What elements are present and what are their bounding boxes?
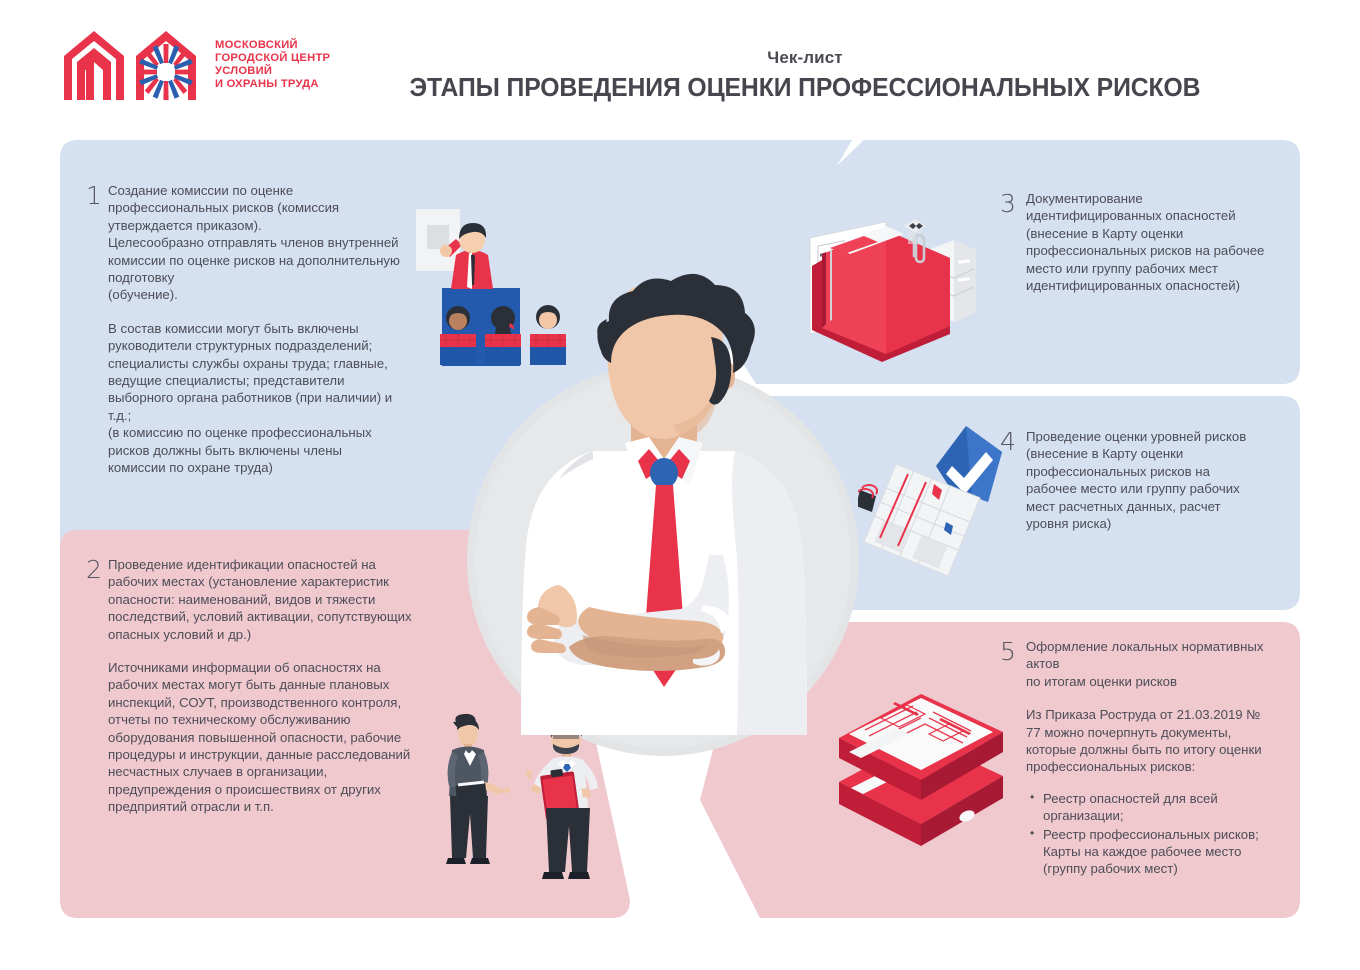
poster-header: МОСКОВСКИЙ ГОРОДСКОЙ ЦЕНТР УСЛОВИЙ И ОХР… xyxy=(0,0,1360,125)
step-2-number: 2 xyxy=(86,555,102,584)
central-man-illustration xyxy=(521,273,807,735)
logo-org-name: МОСКОВСКИЙ ГОРОДСКОЙ ЦЕНТР УСЛОВИЙ И ОХР… xyxy=(215,39,330,92)
red-binders-stack-illustration xyxy=(839,694,1003,846)
red-folder-documents-illustration xyxy=(809,219,976,362)
logo-line-2: ГОРОДСКОЙ ЦЕНТР xyxy=(215,51,331,64)
step-5-paragraph-2: Из Приказа Роструда от 21.03.2019 № 77 м… xyxy=(1026,707,1262,775)
list-item: Реестр профессиональных рисков; Карты на… xyxy=(1030,825,1272,878)
logo-line-3: УСЛОВИЙ xyxy=(215,65,273,77)
step-3-number: 3 xyxy=(1000,189,1016,218)
step-5-number: 5 xyxy=(1000,637,1016,666)
poster-subtitle: Чек-лист xyxy=(767,48,843,67)
step-1-paragraph-1: Создание комиссии по оценке профессионал… xyxy=(108,183,400,303)
step-1-text-panel: 1 Создание комиссии по оценке профессион… xyxy=(86,182,402,477)
step-1-paragraph-2: В состав комиссии могут быть включены ру… xyxy=(108,320,393,476)
step-5-text-panel: 5 Оформление локальных нормативных актов… xyxy=(1000,638,1272,879)
step-3-paragraph-1: Документирование идентифицированных опас… xyxy=(1026,191,1265,294)
step-4-text-panel: 4 Проведение оценки уровней рисков (внес… xyxy=(1000,428,1250,532)
logo-line-1: МОСКОВСКИЙ xyxy=(215,38,298,51)
page-title: ЭТАПЫ ПРОВЕДЕНИЯ ОЦЕНКИ ПРОФЕССИОНАЛЬНЫХ… xyxy=(409,74,1201,102)
step-3-text-panel: 3 Документирование идентифицированных оп… xyxy=(1000,190,1268,294)
step-2-paragraph-1: Проведение идентификации опасностей на р… xyxy=(108,557,412,642)
step-4-paragraph-1: Проведение оценки уровней рисков (внесен… xyxy=(1026,429,1247,532)
step-2-text-panel: 2 Проведение идентификации опасностей на… xyxy=(86,556,416,816)
logo-line-4: И ОХРАНЫ ТРУДА xyxy=(215,78,319,91)
step-1-number: 1 xyxy=(86,181,102,210)
list-item: Реестр опасностей для всей организации; xyxy=(1030,789,1272,825)
title-block: Чек-лист ЭТАПЫ ПРОВЕДЕНИЯ ОЦЕНКИ ПРОФЕСС… xyxy=(300,48,1310,103)
commission-meeting-illustration xyxy=(416,209,566,366)
mgcuot-logo-icon xyxy=(64,31,196,100)
step-5-paragraph-1: Оформление локальных нормативных актов п… xyxy=(1026,639,1264,689)
step-4-number: 4 xyxy=(1000,427,1016,456)
logo-block: МОСКОВСКИЙ ГОРОДСКОЙ ЦЕНТР УСЛОВИЙ И ОХР… xyxy=(58,26,330,104)
step-5-bullet-list: Реестр опасностей для всей организации; … xyxy=(1026,789,1272,878)
step-2-paragraph-2: Источниками информации об опасностях на … xyxy=(108,660,411,815)
checkmark-document-illustration xyxy=(858,426,1002,577)
